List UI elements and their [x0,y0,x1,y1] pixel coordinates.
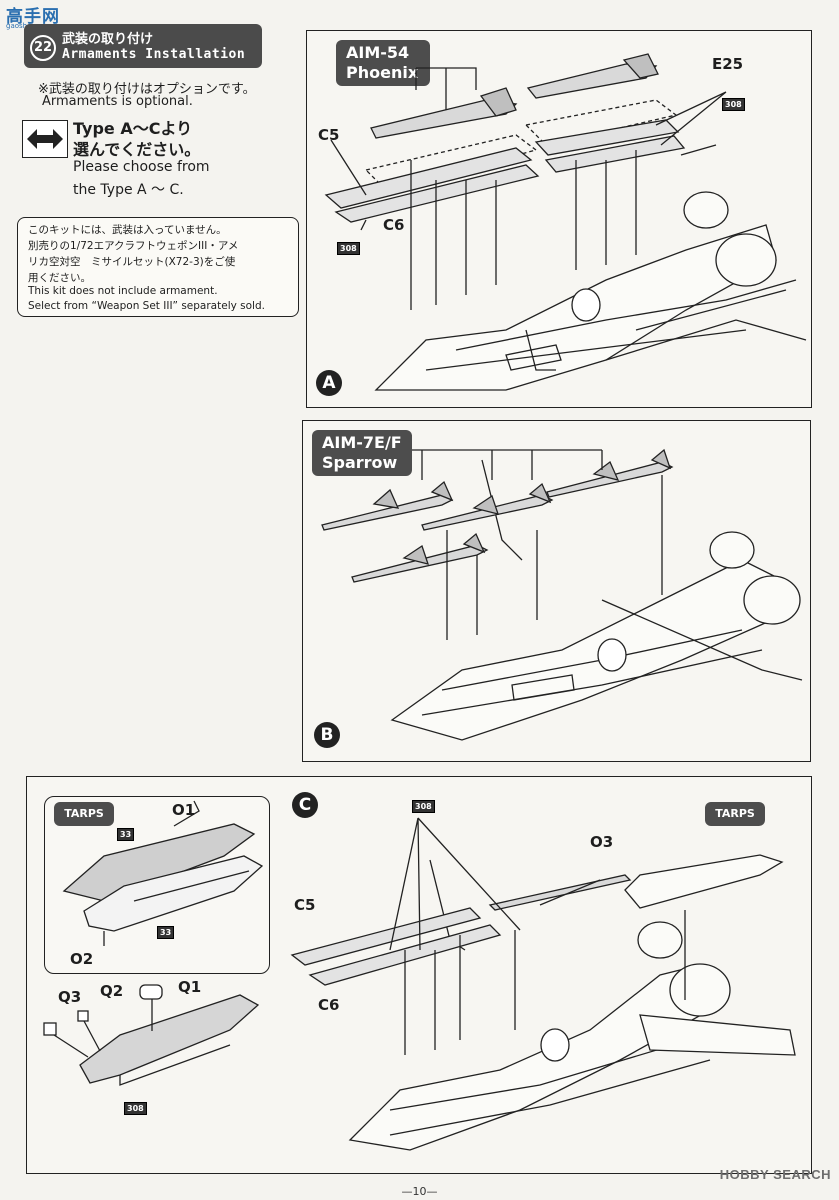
part-tag-308: 308 [412,800,435,813]
choose-type-jp: Type A～Cより [73,119,193,138]
panel-b-drawing [321,448,803,741]
sparrow-title-1: AIM-7E/F [322,433,402,452]
watermark-logo: 高手网 [6,7,60,27]
part-c6: C6 [383,216,405,234]
part-tag-308: 308 [124,1102,147,1115]
part-tag-33: 33 [117,828,135,841]
phoenix-title-1: AIM-54 [346,43,410,62]
type-c-marker: C [292,792,318,818]
main-tarps-label: TARPS [705,802,765,826]
part-q1: Q1 [178,978,202,996]
kit-note-box [17,217,299,317]
phoenix-label-box [336,40,430,86]
inset-tarps-label: TARPS [54,802,114,826]
kit-note-line: This kit does not include armament. [28,285,218,297]
sparrow-label-box [312,430,412,476]
choose-type-jp-2: 選んでください。 [73,140,201,159]
panel-c-drawing [290,817,796,1151]
part-tag-33: 33 [157,926,175,939]
step-header [24,24,262,68]
part-c5: C5 [318,126,340,144]
part-tag-308: 308 [337,242,360,255]
tarps-inset-drawing [62,800,264,946]
phoenix-title-2: Phoenix [346,63,419,82]
kit-note-line: 用ください。 [28,272,91,284]
kit-note-line: Select from “Weapon Set III” separately … [28,300,265,312]
choice-arrows-icon [22,120,68,158]
watermark-hobbysearch: HOBBY SEARCH [719,1167,831,1182]
optional-note-en: Armaments is optional. [42,94,193,109]
step-title-jp: 武装の取り付け [62,32,154,47]
part-tag-308: 308 [722,98,745,111]
part-o2: O2 [70,950,94,968]
part-o3: O3 [590,833,614,851]
pod-detail-drawing [43,984,260,1086]
part-q3: Q3 [58,988,82,1006]
step-title-en: Armaments Installation [62,47,246,62]
type-a-marker: A [316,370,342,396]
kit-note-line: このキットには、武装は入っていません。 [28,224,227,236]
type-b-marker: B [314,722,340,748]
optional-note-jp: ※武装の取り付けはオプションです。 [38,82,256,97]
part-e25: E25 [712,55,744,73]
choose-type-en: Please choose from [73,159,210,175]
part-c5: C5 [294,896,316,914]
page-number: —10— [401,1185,438,1198]
part-c6: C6 [318,996,340,1014]
step-number: 22 [30,35,56,61]
panel-a-drawing [324,53,807,391]
kit-note-line: 別売りの1/72エアクラフトウェポンIII・アメ [28,240,239,252]
part-q2: Q2 [100,982,124,1000]
part-o1: O1 [172,801,196,819]
sparrow-title-2: Sparrow [322,453,398,472]
choose-type-en-2: the Type A ～ C. [73,182,184,198]
kit-note-line: リカ空対空 ミサイルセット(X72-3)をご使 [28,256,236,268]
